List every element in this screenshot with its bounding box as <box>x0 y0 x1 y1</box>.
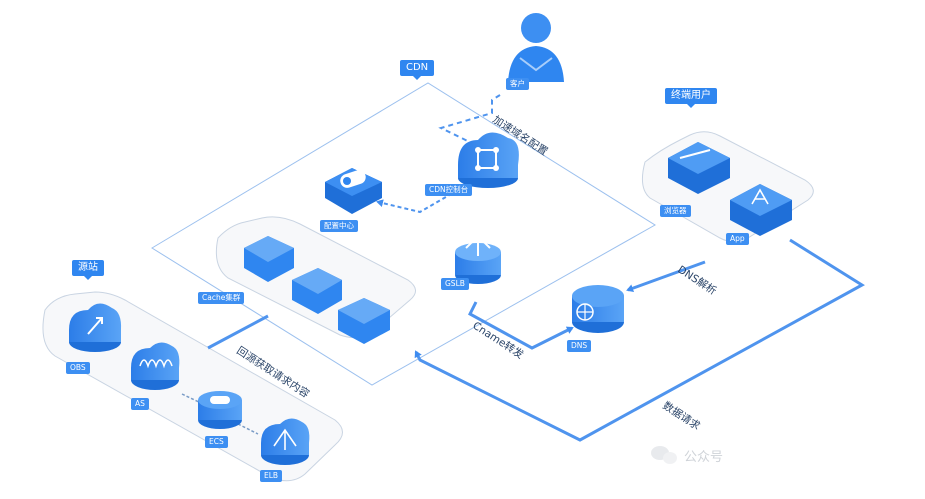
app-icon <box>730 184 792 236</box>
back-to-origin-arrow <box>207 314 269 350</box>
cdn-console-label: CDN控制台 <box>425 184 473 196</box>
end-user-group-tag: 终端用户 <box>665 88 717 108</box>
cname-forward-arrow <box>468 301 574 350</box>
cdn-region-frame <box>151 82 656 386</box>
origin-group-tag: 源站 <box>72 260 104 280</box>
browser-icon <box>668 142 730 194</box>
dns-icon <box>572 285 624 333</box>
cdn-group-tag: CDN <box>400 60 435 80</box>
config-center-icon <box>325 168 382 214</box>
elb-label: ELB <box>260 470 283 482</box>
as-ecs-link <box>181 393 204 405</box>
elb-icon <box>261 418 310 465</box>
cache-node-icon <box>292 268 342 314</box>
customer-label: 客户 <box>506 78 529 90</box>
gslb-icon <box>455 234 501 284</box>
dns-label: DNS <box>567 340 592 352</box>
end-user-platform <box>641 131 814 243</box>
ecs-label: ECS <box>205 436 228 448</box>
as-icon <box>131 342 180 390</box>
customer-person-icon <box>508 13 564 82</box>
cache-node-icon <box>244 236 294 282</box>
wechat-icon <box>651 446 677 464</box>
cache-cluster-label: Cache集群 <box>198 292 245 304</box>
config-center-label: 配置中心 <box>320 220 358 232</box>
as-label: AS <box>131 398 149 410</box>
ecs-elb-link <box>237 423 259 435</box>
cache-node-icon <box>338 298 390 344</box>
watermark-text: 公众号 <box>684 450 724 465</box>
customer-console-link <box>438 94 501 151</box>
dns-resolve-arrow <box>626 260 706 293</box>
gslb-label: GSLB <box>441 278 469 290</box>
app-label: App <box>726 233 749 245</box>
browser-label: 浏览器 <box>660 205 691 217</box>
ecs-icon <box>198 391 242 429</box>
console-config-link <box>376 189 459 214</box>
data-request-arrow <box>414 238 865 442</box>
obs-label: OBS <box>66 362 90 374</box>
obs-icon <box>69 303 122 352</box>
cdn-console-cloud-icon <box>458 132 519 188</box>
